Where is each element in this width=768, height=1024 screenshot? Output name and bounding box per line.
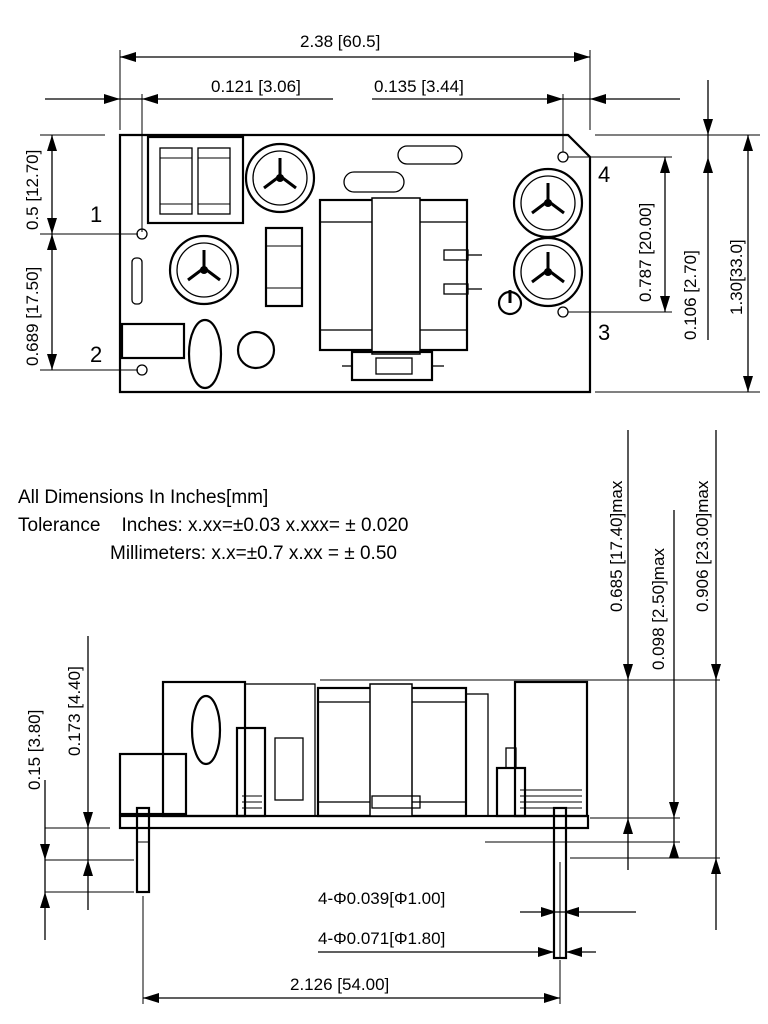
svg-text:0.906 [23.00]max: 0.906 [23.00]max	[693, 480, 712, 612]
svg-text:2.38 [60.5]: 2.38 [60.5]	[300, 32, 380, 51]
svg-text:1.30[33.0]: 1.30[33.0]	[727, 239, 746, 315]
thermistor	[236, 330, 276, 370]
dim-height-right: 0.685 [17.40]max 0.098 [2.50]max 0.906 […	[320, 430, 721, 930]
dim-left-vertical: 0.5 [12.70] 0.689 [17.50]	[23, 134, 138, 371]
pin-label-1: 1	[90, 202, 102, 227]
svg-text:0.15 [3.80]: 0.15 [3.80]	[25, 710, 44, 790]
pin-label-3: 3	[598, 320, 610, 345]
pin-left	[135, 806, 151, 894]
notes: All Dimensions In Inches[mm] Tolerance I…	[18, 487, 409, 564]
svg-text:0.689 [17.50]: 0.689 [17.50]	[23, 267, 42, 366]
dim-right-offset: 0.135 [3.44]	[372, 77, 680, 152]
svg-text:0.685 [17.40]max: 0.685 [17.40]max	[607, 480, 626, 612]
pin-label-2: 2	[90, 342, 102, 367]
choke-component	[146, 135, 245, 225]
svg-text:4-Φ0.039[Φ1.00]: 4-Φ0.039[Φ1.00]	[318, 889, 445, 908]
fuse-1	[397, 145, 463, 165]
svg-text:0.173 [4.40]: 0.173 [4.40]	[65, 666, 84, 756]
dim-right-vertical: 0.787 [20.00] 0.106 [2.70] 1.30[33.0]	[568, 80, 760, 393]
pin-label-4: 4	[598, 162, 610, 187]
capacitor-c2	[168, 234, 240, 306]
dim-pin-pitch: 2.126 [54.00]	[142, 896, 561, 1004]
dim-left-offset: 0.121 [3.06]	[45, 77, 333, 232]
svg-text:2.126 [54.00]: 2.126 [54.00]	[290, 975, 389, 994]
pcb-outline	[118, 133, 592, 394]
svg-text:0.5 [12.70]: 0.5 [12.70]	[23, 150, 42, 230]
svg-text:0.787 [20.00]: 0.787 [20.00]	[636, 203, 655, 302]
resistor-block	[264, 226, 304, 308]
dim-overall-width: 2.38 [60.5]	[119, 32, 591, 130]
top-view: 1 2 3 4 2.38 [60.5] 0.121 [3.06] 0.1	[23, 32, 760, 394]
transformer	[318, 197, 469, 382]
dim-pin-standoff: 0.15 [3.80] 0.173 [4.40]	[25, 636, 134, 940]
capacitor-c4	[512, 236, 584, 308]
side-pcb	[118, 814, 590, 830]
side-view: 0.15 [3.80] 0.173 [4.40] 0.685 [17.40]ma…	[25, 430, 721, 1004]
inrush-resistor	[120, 322, 186, 360]
svg-text:0.121 [3.06]: 0.121 [3.06]	[211, 77, 301, 96]
capacitor-c1	[244, 142, 316, 214]
capacitor-c3	[512, 167, 584, 239]
note-tolerance-inches: Tolerance Inches: x.xx=±0.03 x.xxx= ± 0.…	[18, 515, 409, 536]
svg-text:0.098 [2.50]max: 0.098 [2.50]max	[649, 548, 668, 670]
fuse-2	[343, 171, 405, 193]
dim-pin-diameter: 4-Φ0.039[Φ1.00] 4-Φ0.071[Φ1.80]	[318, 889, 636, 957]
x-capacitor	[187, 318, 223, 390]
note-units: All Dimensions In Inches[mm]	[18, 487, 268, 508]
svg-text:0.135 [3.44]: 0.135 [3.44]	[374, 77, 464, 96]
note-tolerance-mm: Millimeters: x.x=±0.7 x.xx = ± 0.50	[110, 543, 397, 564]
svg-text:0.106 [2.70]: 0.106 [2.70]	[681, 250, 700, 340]
svg-text:4-Φ0.071[Φ1.80]: 4-Φ0.071[Φ1.80]	[318, 929, 445, 948]
